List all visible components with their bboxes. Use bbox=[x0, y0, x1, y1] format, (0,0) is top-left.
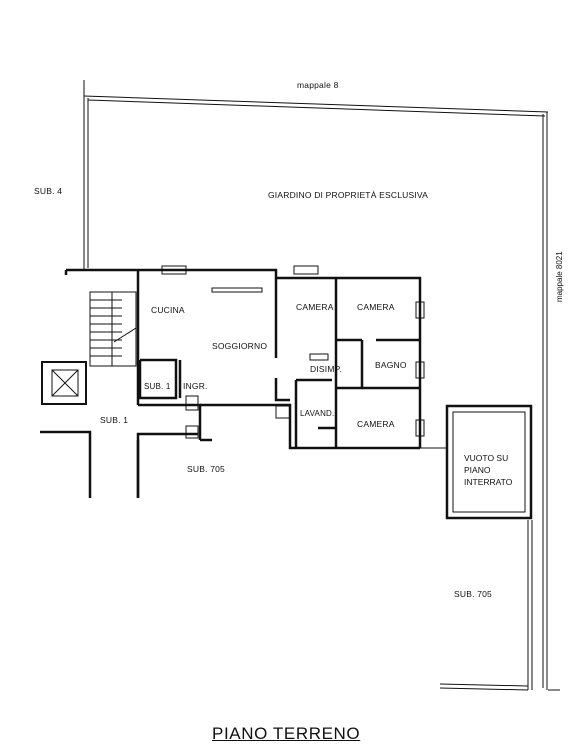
room-camera-label: CAMERA bbox=[357, 419, 395, 429]
common-area-walls bbox=[40, 270, 198, 498]
basement-void-line: VUOTO SU bbox=[464, 453, 509, 463]
room-lavand-label: LAVAND. bbox=[300, 409, 335, 418]
lot-boundary bbox=[83, 80, 560, 691]
mappale-side-label: mappale 8021 bbox=[555, 251, 564, 302]
basement-void-label: VUOTO SU PIANO INTERRATO bbox=[464, 452, 512, 488]
room-camera-label: CAMERA bbox=[357, 302, 395, 312]
sub705-label: SUB. 705 bbox=[187, 464, 225, 474]
mappale-top-label: mappale 8 bbox=[297, 80, 339, 90]
elevator bbox=[41, 361, 87, 405]
basement-void-line: INTERRATO bbox=[464, 477, 513, 487]
sub4-label: SUB. 4 bbox=[34, 186, 63, 196]
room-soggiorno-label: SOGGIORNO bbox=[212, 341, 268, 351]
staircase bbox=[89, 291, 137, 367]
room-cucina-label: CUCINA bbox=[151, 305, 185, 315]
basement-void-line: PIANO bbox=[464, 465, 491, 475]
basement-void bbox=[420, 404, 533, 520]
sub705-label: SUB. 705 bbox=[454, 589, 492, 599]
room-disimp-label: DISIMP. bbox=[310, 364, 342, 374]
room-bagno-label: BAGNO bbox=[375, 360, 407, 370]
sub1-small-label: SUB. 1 bbox=[144, 382, 171, 391]
sub1-label: SUB. 1 bbox=[100, 415, 129, 425]
floor-title: PIANO TERRENO bbox=[212, 724, 361, 743]
window-marks bbox=[161, 265, 425, 439]
room-ingr-label: INGR. bbox=[183, 381, 208, 391]
building-walls bbox=[66, 268, 422, 450]
garden-label: GIARDINO DI PROPRIETÀ ESCLUSIVA bbox=[268, 190, 429, 200]
room-camera-label: CAMERA bbox=[296, 302, 334, 312]
